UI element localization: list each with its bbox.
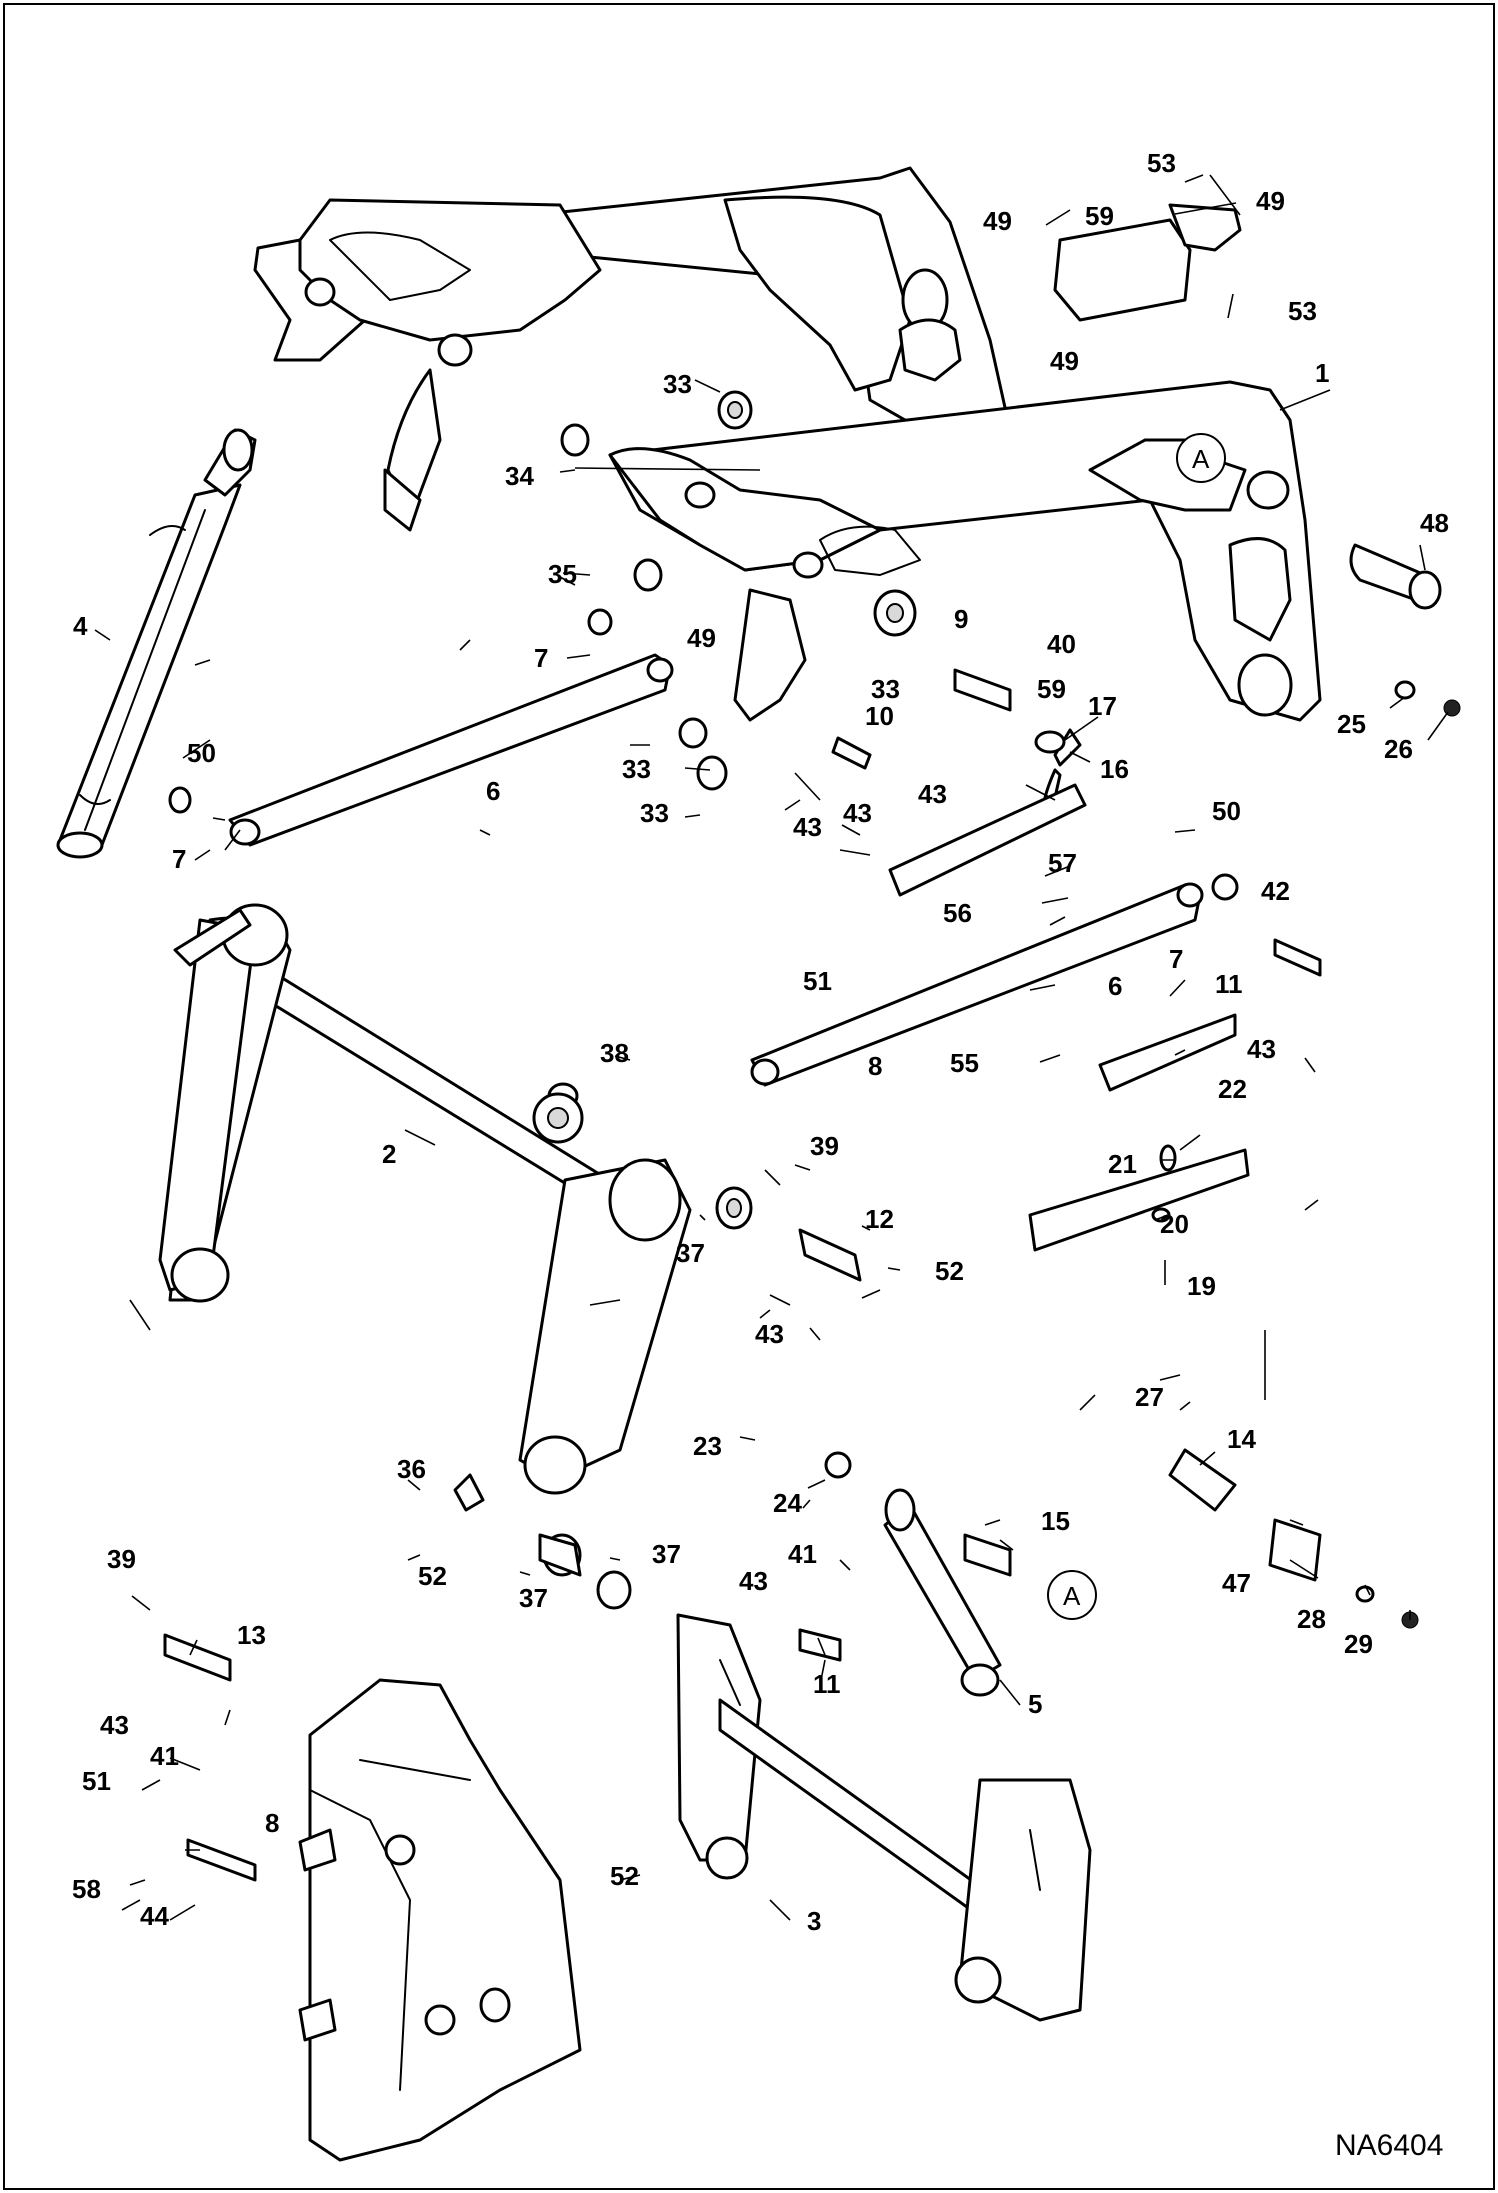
- callout-6: 6: [486, 776, 500, 806]
- callout-17: 17: [1088, 691, 1117, 721]
- callout-33: 34: [505, 461, 534, 491]
- callout-38: 40: [1047, 629, 1076, 659]
- callout-57: 58: [72, 1874, 101, 1904]
- callout-31: 33: [663, 369, 692, 399]
- callout-39: 41: [150, 1741, 179, 1771]
- callout-34: 37: [519, 1583, 548, 1613]
- callout-49: 49: [687, 623, 716, 653]
- callout-2: 2: [382, 1139, 396, 1169]
- link-bars: [228, 653, 1204, 1087]
- hardware: [163, 390, 1461, 1882]
- callout-56: 57: [1048, 848, 1077, 878]
- callout-3: 3: [807, 1906, 821, 1936]
- callout-58: 59: [1085, 201, 1114, 231]
- callout-20: 21: [1108, 1149, 1137, 1179]
- callout-55: 56: [943, 898, 972, 928]
- callout-29: 33: [622, 754, 651, 784]
- callout-43: 43: [739, 1566, 768, 1596]
- callout-33: 37: [652, 1539, 681, 1569]
- connector-a-bottom: A: [1047, 1570, 1097, 1620]
- connector-a-label: A: [1063, 1581, 1081, 1611]
- callout-11: 11: [813, 1669, 841, 1699]
- callout-43: 43: [1247, 1034, 1276, 1064]
- callout-labels: 53 49 49 59 53 49 1 33 34 48 35 9 4 49 7…: [72, 148, 1449, 1936]
- callout-53: 53: [1147, 148, 1176, 178]
- callout-33: 35: [548, 559, 577, 589]
- lift-cylinder: [56, 428, 257, 859]
- callout-47: 49: [983, 206, 1012, 236]
- callout-9: 9: [954, 604, 968, 634]
- callout-28: 29: [1344, 1629, 1373, 1659]
- callout-22: 23: [693, 1431, 722, 1461]
- tilt-cylinder: [883, 1488, 1002, 1697]
- callout-42: 43: [793, 812, 822, 842]
- callout-7: 7: [1169, 944, 1183, 974]
- leader-lines: [94, 174, 1449, 1921]
- callout-49: 50: [1212, 796, 1241, 826]
- drawing-reference-code: NA6404: [1335, 2129, 1443, 2162]
- callout-37: 39: [107, 1544, 136, 1574]
- attachment-plate: [676, 1613, 1092, 2022]
- callout-53: 53: [1288, 296, 1317, 326]
- callout-49: 50: [187, 738, 216, 768]
- callout-14: 14: [1227, 1424, 1256, 1454]
- callout-4: 4: [73, 611, 88, 641]
- callout-18: 19: [1187, 1271, 1216, 1301]
- callout-7: 7: [534, 643, 548, 673]
- lift-arm: [253, 166, 1322, 722]
- callout-49: 51: [803, 966, 832, 996]
- callout-33: 36: [397, 1454, 426, 1484]
- callout-1: 1: [1315, 358, 1329, 388]
- callout-7: 7: [172, 844, 186, 874]
- callout-43: 43: [918, 779, 947, 809]
- callout-35: 38: [600, 1038, 629, 1068]
- callout-50: 52: [935, 1256, 964, 1286]
- callout-48: 49: [1050, 346, 1079, 376]
- parts-artwork: [56, 166, 1461, 2162]
- control-linkage: [888, 730, 1250, 1252]
- callout-44: 47: [1222, 1568, 1251, 1598]
- tube-bracket: [1053, 203, 1242, 322]
- callout-19: 20: [1160, 1209, 1189, 1239]
- connector-a-label: A: [1192, 444, 1210, 474]
- callout-45: 48: [1420, 508, 1449, 538]
- callout-16: 16: [1100, 754, 1129, 784]
- callout-43: 44: [140, 1901, 169, 1931]
- callout-43: 43: [100, 1710, 129, 1740]
- callout-27: 28: [1297, 1604, 1326, 1634]
- callout-54: 55: [950, 1048, 979, 1078]
- callout-23: 24: [773, 1488, 802, 1518]
- callout-24: 25: [1337, 709, 1366, 739]
- callout-41: 42: [1261, 876, 1290, 906]
- callout-59: 59: [1037, 674, 1066, 704]
- loader-tower: [298, 1678, 582, 2162]
- callout-52: 52: [610, 1861, 639, 1891]
- callout-51: 52: [418, 1561, 447, 1591]
- callout-30: 33: [640, 798, 669, 828]
- callout-50: 51: [82, 1766, 111, 1796]
- callout-7: 8: [868, 1051, 882, 1081]
- callout-43: 43: [843, 798, 872, 828]
- callout-26: 27: [1135, 1382, 1164, 1412]
- callout-37: 39: [810, 1131, 839, 1161]
- callout-43: 43: [755, 1319, 784, 1349]
- callout-36: 37: [676, 1238, 705, 1268]
- callout-6: 6: [1108, 971, 1122, 1001]
- callout-13: 13: [237, 1620, 266, 1650]
- callout-10: 10: [865, 701, 894, 731]
- callout-8: 8: [265, 1808, 279, 1838]
- callout-40: 41: [788, 1539, 817, 1569]
- cross-tube: [158, 903, 692, 1495]
- callout-46: 49: [1256, 186, 1285, 216]
- callout-32: 33: [871, 674, 900, 704]
- drawing-frame: [3, 3, 1495, 2190]
- callout-15: 15: [1041, 1506, 1070, 1536]
- callout-25: 26: [1384, 734, 1413, 764]
- callout-21: 22: [1218, 1074, 1247, 1104]
- callout-5: 5: [1028, 1689, 1042, 1719]
- connector-a-top: A: [1176, 433, 1226, 483]
- callout-11: 11: [1215, 969, 1243, 999]
- callout-12: 12: [865, 1204, 894, 1234]
